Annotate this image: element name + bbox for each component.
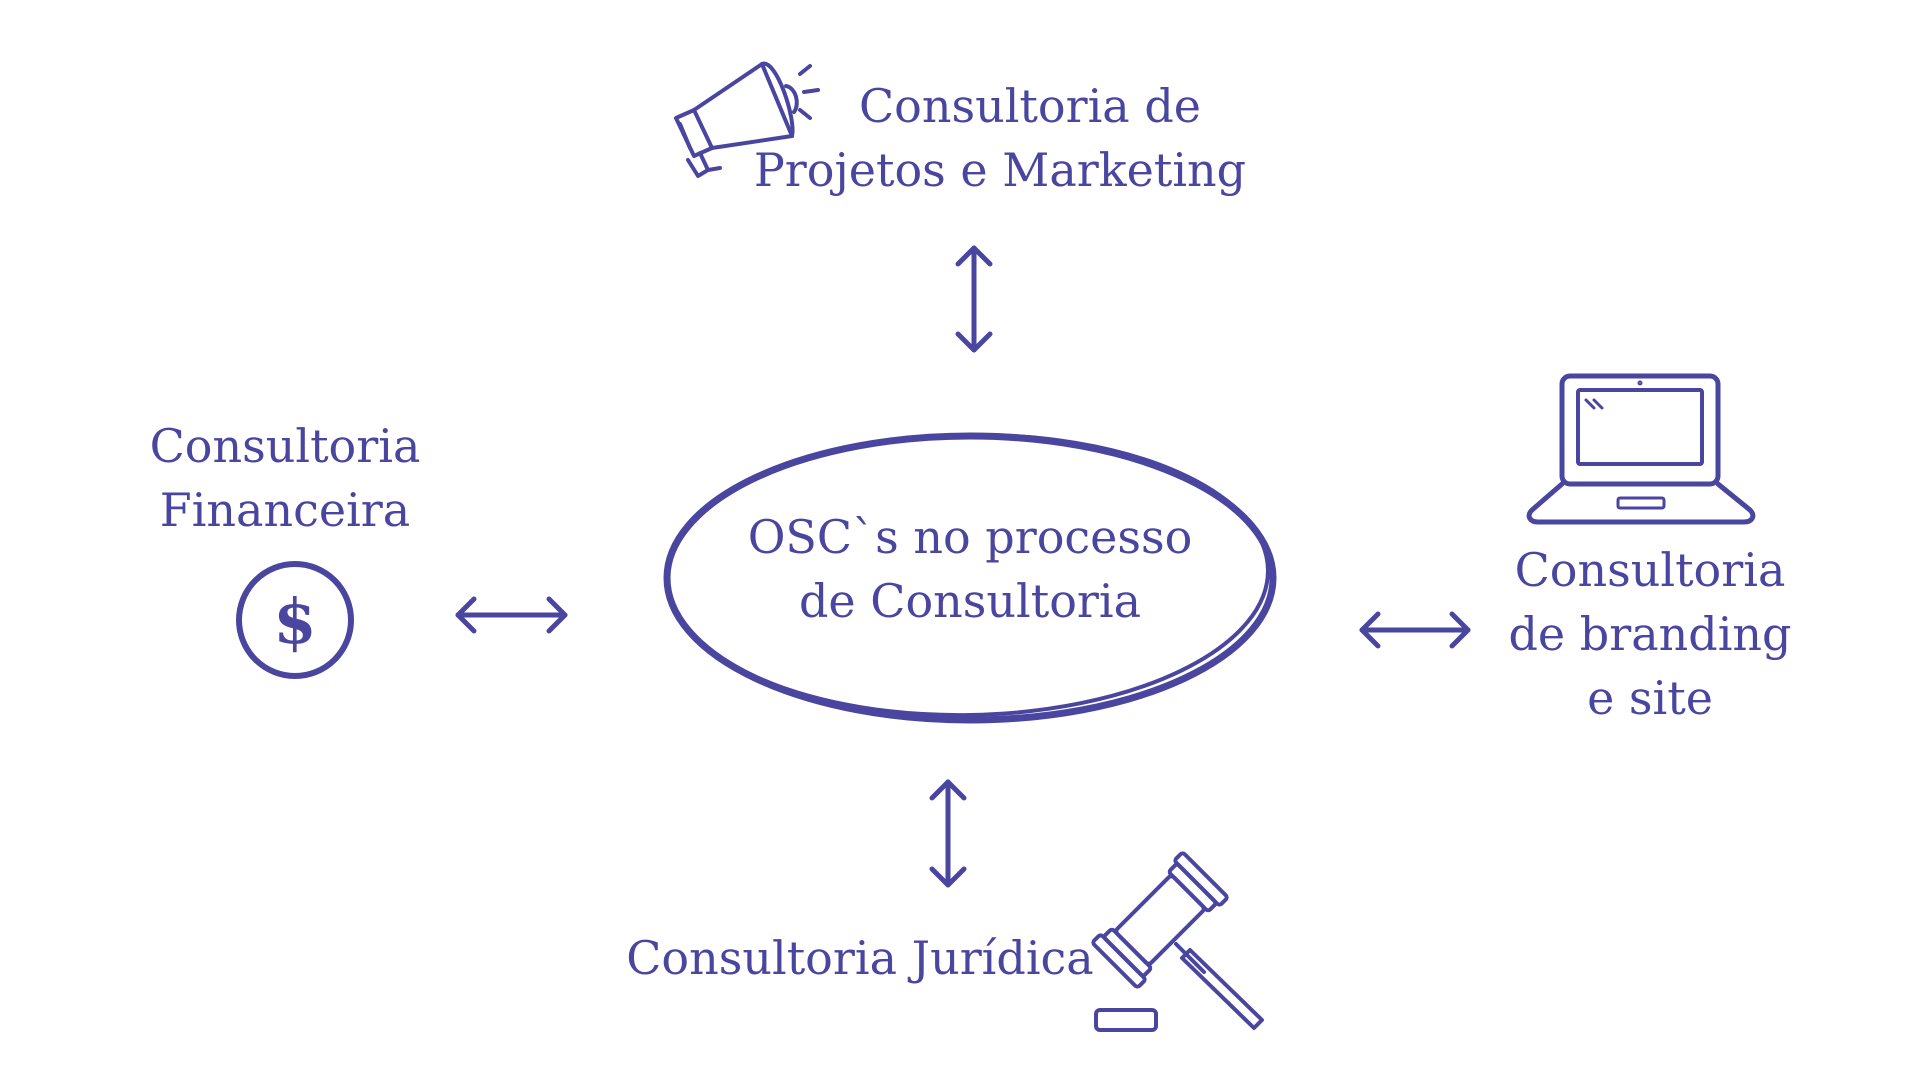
node-left-line1: Consultoria [149, 419, 421, 473]
arrow-top [955, 245, 993, 353]
node-branding-site: Consultoria de branding e site [1490, 538, 1810, 730]
megaphone-icon [674, 61, 820, 178]
node-top-line1: Consultoria de [858, 79, 1202, 133]
node-right-line2: de branding [1508, 607, 1792, 661]
center-label-line1: OSC`s no processo [747, 510, 1193, 564]
laptop-icon [1526, 373, 1756, 525]
arrow-bottom [929, 779, 967, 888]
gavel-icon [1091, 851, 1264, 1032]
node-projetos-marketing: Consultoria de Projetos e Marketing [740, 74, 1260, 202]
node-left-line2: Financeira [159, 483, 411, 537]
node-juridica: Consultoria Jurídica [610, 926, 1110, 990]
node-top-line2: Projetos e Marketing [753, 143, 1247, 197]
center-label-line2: de Consultoria [798, 574, 1142, 628]
node-bottom-line1: Consultoria Jurídica [626, 931, 1094, 985]
center-label: OSC`s no processo de Consultoria [700, 505, 1240, 633]
node-right-line3: e site [1587, 671, 1713, 725]
svg-text:$: $ [273, 585, 316, 658]
arrow-left [455, 596, 568, 634]
node-financeira: Consultoria Financeira [130, 414, 440, 542]
dollar-coin-icon: $ [236, 561, 354, 679]
arrow-right [1359, 611, 1471, 649]
node-right-line1: Consultoria [1514, 543, 1786, 597]
center-ellipse [663, 432, 1277, 724]
